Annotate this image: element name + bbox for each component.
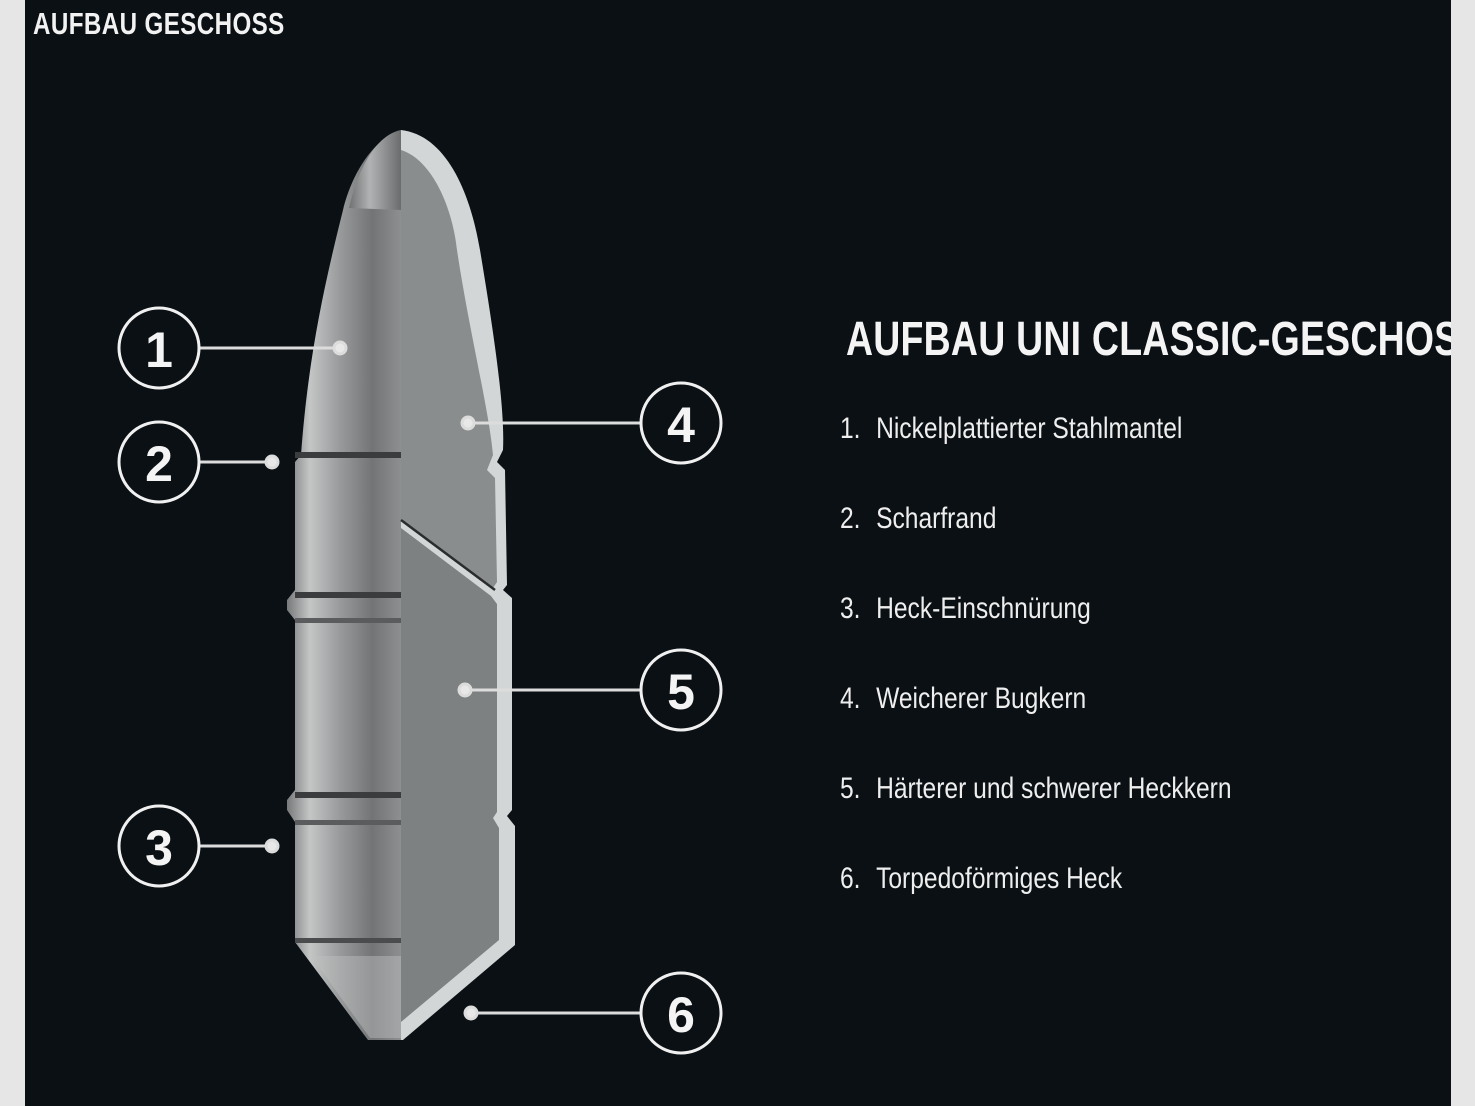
section-title: AUFBAU UNI CLASSIC-GESCHOSS: [846, 313, 1451, 366]
callout-number-1: 1: [145, 322, 173, 378]
list-item-label: Torpedoförmiges Heck: [876, 862, 1123, 895]
leader-dot-4: [460, 415, 476, 431]
bullet-jacket-left: [287, 130, 401, 1040]
callout-circle-6: [639, 971, 723, 1055]
groove-line: [295, 592, 401, 598]
bullet-cutaway-diagram: 1 2 3 4 5 6: [117, 130, 723, 1055]
list-item-label: Härterer und schwerer Heckkern: [876, 772, 1232, 805]
diagram-panel: AUFBAU GESCHOSS: [25, 0, 1451, 1106]
groove-line: [295, 792, 401, 798]
list-item-number: 4.: [840, 682, 861, 715]
list-item-label: Weicherer Bugkern: [876, 682, 1087, 715]
leader-dot-1: [332, 340, 348, 356]
groove-line: [295, 452, 401, 458]
groove-line: [295, 820, 401, 825]
list-item: 4. Weicherer Bugkern: [840, 682, 1232, 772]
callout-circle-1: [117, 306, 201, 390]
tail-cone-highlight: [311, 956, 401, 1038]
list-item-label: Heck-Einschnürung: [876, 592, 1091, 625]
list-item-number: 6.: [840, 862, 861, 895]
bullet-soft-tip: [349, 130, 401, 210]
list-item: 2. Scharfrand: [840, 502, 1232, 592]
callout-number-3: 3: [145, 820, 173, 876]
callout-number-4: 4: [667, 397, 695, 453]
callout-circle-3: [117, 804, 201, 888]
hard-rear-core: [401, 528, 499, 1022]
leader-dot-3: [264, 838, 280, 854]
callout-circle-2: [117, 420, 201, 504]
list-item-number: 2.: [840, 502, 861, 535]
callout-circle-4: [639, 381, 723, 465]
leader-dot-6: [463, 1005, 479, 1021]
groove-line: [295, 618, 401, 623]
callout-number-5: 5: [667, 664, 695, 720]
list-item-label: Nickelplattierter Stahlmantel: [876, 412, 1183, 445]
callout-number-6: 6: [667, 987, 695, 1043]
list-item-number: 1.: [840, 412, 861, 445]
soft-front-core: [401, 150, 497, 588]
list-item: 5. Härterer und schwerer Heckkern: [840, 772, 1232, 862]
groove-line: [295, 938, 401, 943]
callout-number-2: 2: [145, 436, 173, 492]
callout-circle-5: [639, 648, 723, 732]
list-item: 1. Nickelplattierter Stahlmantel: [840, 412, 1232, 502]
page-title: AUFBAU GESCHOSS: [33, 6, 285, 41]
leader-dot-2: [264, 454, 280, 470]
list-item: 3. Heck-Einschnürung: [840, 592, 1232, 682]
leader-dot-5: [457, 682, 473, 698]
core-separation-line: [400, 518, 496, 592]
list-item-number: 3.: [840, 592, 861, 625]
list-item-number: 5.: [840, 772, 861, 805]
parts-list: 1. Nickelplattierter Stahlmantel 2. Scharf…: [840, 412, 1232, 952]
list-item: 6. Torpedoförmiges Heck: [840, 862, 1232, 952]
list-item-label: Scharfrand: [876, 502, 997, 535]
